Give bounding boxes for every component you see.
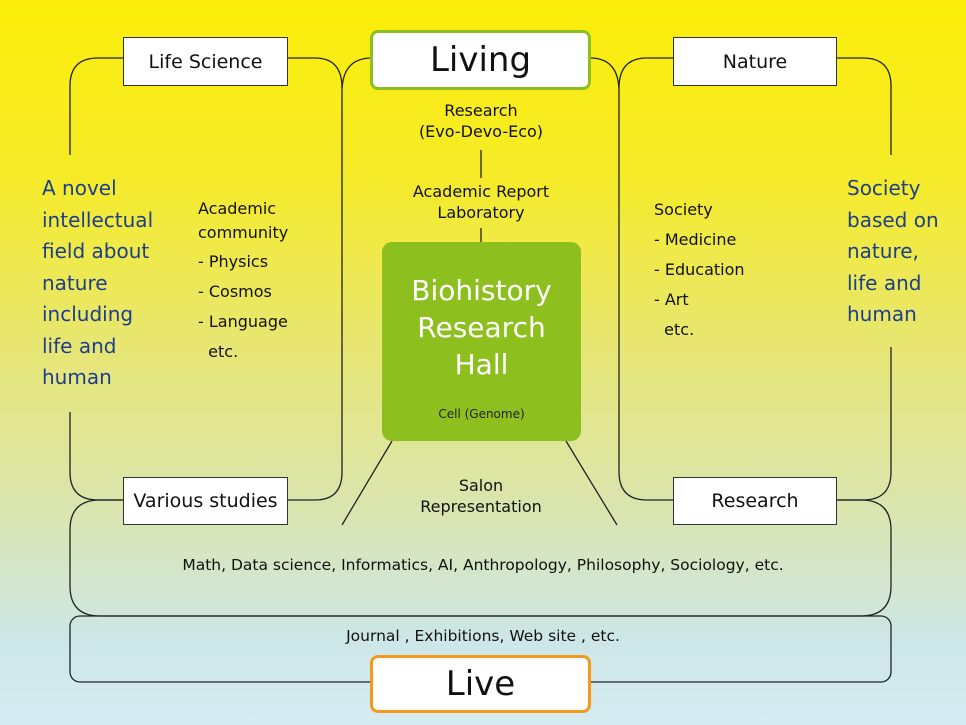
academic-community-list: Academic community - Physics - Cosmos - … xyxy=(198,199,289,361)
live-title: Live xyxy=(445,664,516,704)
life-science-box: Life Science xyxy=(123,37,288,86)
biohistory-research-hall: Biohistory Research Hall Cell (Genome) xyxy=(382,242,581,441)
disciplines-text: Math, Data science, Informatics, AI, Ant… xyxy=(182,556,784,574)
hall-right-diagonal xyxy=(565,440,618,526)
hall-left-diagonal xyxy=(341,440,393,526)
live-title-box: Live xyxy=(370,655,591,713)
living-title: Living xyxy=(429,40,532,80)
nature-label: Nature xyxy=(722,50,788,73)
research-box: Research xyxy=(673,477,837,525)
various-studies-label: Various studies xyxy=(133,490,278,512)
nature-box: Nature xyxy=(673,37,837,86)
research-evo-devo-eco: Research (Evo-Devo-Eco) xyxy=(418,101,544,141)
right-blue-statement: Society based on nature, life and human xyxy=(847,176,939,326)
academic-report-laboratory: Academic Report Laboratory xyxy=(412,182,550,222)
salon-representation: Salon Representation xyxy=(420,476,542,516)
outputs-text: Journal , Exhibitions, Web site , etc. xyxy=(346,627,620,645)
hall-name: Biohistory Research Hall xyxy=(411,274,552,381)
life-science-label: Life Science xyxy=(148,50,263,73)
left-blue-statement: A novel intellectual field about nature … xyxy=(42,176,154,389)
right-lobe-top-link xyxy=(618,57,673,89)
hall-subtitle: Cell (Genome) xyxy=(438,407,525,421)
left-lobe-top-link xyxy=(288,57,343,89)
various-studies-box: Various studies xyxy=(123,477,288,525)
society-list: Society - Medicine - Education - Art etc… xyxy=(654,200,745,339)
living-title-box: Living xyxy=(370,30,591,90)
research-label: Research xyxy=(711,490,799,512)
